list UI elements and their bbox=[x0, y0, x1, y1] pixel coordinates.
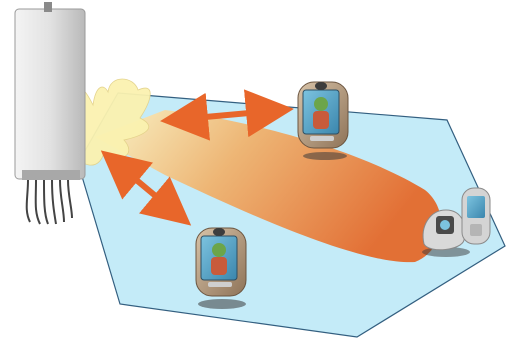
video-tablet-terminal-top bbox=[297, 81, 349, 160]
access-point-icon bbox=[14, 2, 86, 225]
link-arrow-top bbox=[160, 89, 294, 141]
handheld-video-phone bbox=[422, 187, 491, 257]
directional-beam bbox=[95, 110, 442, 263]
link-arrow-bottom bbox=[100, 150, 192, 226]
video-tablet-terminal-bottom bbox=[195, 227, 247, 309]
